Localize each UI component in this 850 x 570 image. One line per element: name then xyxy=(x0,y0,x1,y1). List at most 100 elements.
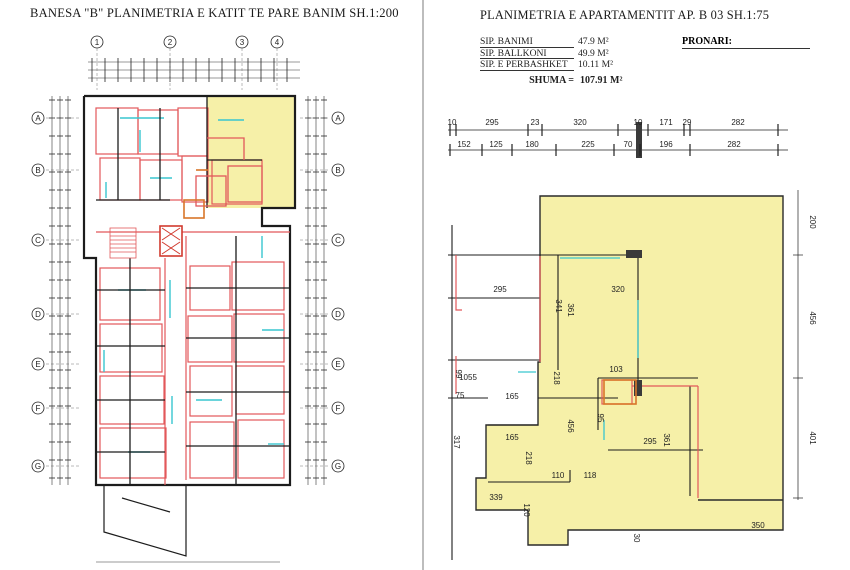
structural-column xyxy=(634,380,642,396)
elevator-shafts xyxy=(159,225,183,257)
plan-dimension-label: 165 xyxy=(505,392,519,401)
plan-dimension-label: 120 xyxy=(522,503,531,517)
plan-dimension-label: 339 xyxy=(489,493,503,502)
top-dimension-label: 295 xyxy=(485,118,499,127)
plan-dimension-label: 165 xyxy=(505,433,519,442)
area-label: SIP. BANIMI xyxy=(480,36,574,48)
highlighted-apartment-b03 xyxy=(207,96,295,208)
grid-row-label: D xyxy=(335,310,341,319)
plan-dimension-label: 456 xyxy=(566,419,575,433)
plan-dimension-label: 361 xyxy=(566,303,575,317)
grid-row-label: F xyxy=(336,404,341,413)
plan-dimension-label: 218 xyxy=(552,371,561,385)
plan-dimension-label: 295 xyxy=(493,285,507,294)
grid-row-label: C xyxy=(35,236,41,245)
plan-dimension-label: 75 xyxy=(456,391,465,400)
top-dimension-lines xyxy=(88,61,300,79)
orange-accent xyxy=(603,379,637,405)
top-dim-ticks-row2 xyxy=(449,144,779,156)
area-total: SHUMA = 107.91 M² xyxy=(480,75,648,86)
area-value: 49.9 M² xyxy=(578,47,609,59)
area-label: SIP. BALLKONI xyxy=(480,48,574,59)
interior-walls-black xyxy=(96,96,290,485)
owner-label: PRONARI: xyxy=(682,36,810,49)
top-dimension-label: 152 xyxy=(457,140,471,149)
grid-row-label: B xyxy=(35,166,40,175)
grid-row-label: C xyxy=(335,236,341,245)
top-dimension-label: 282 xyxy=(731,118,745,127)
grid-column-marker: 3 xyxy=(235,35,249,90)
area-row-living: SIP. BANIMI 47.9 M² xyxy=(480,36,648,48)
interior-walls-cyan xyxy=(518,257,639,440)
plan-dimension-label: 341 xyxy=(554,299,563,313)
area-label: SIP. E PERBASHKET xyxy=(480,59,574,71)
grid-row-label: B xyxy=(335,166,340,175)
outer-walls xyxy=(82,94,297,487)
top-dimension-label: 171 xyxy=(659,118,673,127)
area-row-balcony: SIP. BALLKONI 49.9 M² xyxy=(480,47,648,59)
right-dimension-line xyxy=(793,190,803,500)
interior-walls-black xyxy=(448,225,703,560)
top-dimension-label: 29 xyxy=(683,118,692,127)
plan-dimension-label: 218 xyxy=(524,451,533,465)
grid-row-label: F xyxy=(36,404,41,413)
top-dimension-label: 125 xyxy=(489,140,503,149)
grid-column-marker: 1 xyxy=(90,35,104,90)
right-dimension-label: 456 xyxy=(808,311,817,325)
apartment-b03-walls xyxy=(195,137,263,207)
left-plan-title: BANESA "B" PLANIMETRIA E KATIT TE PARE B… xyxy=(30,6,399,20)
interior-walls-red xyxy=(455,255,699,498)
panel-divider xyxy=(422,0,424,570)
grid-column-label: 1 xyxy=(95,38,100,47)
plan-dimension-label: 118 xyxy=(584,471,597,480)
top-dimension-label: 282 xyxy=(727,140,741,149)
apartment-plan-panel: PLANIMETRIA E APARTAMENTIT AP. B 03 SH.1… xyxy=(428,0,850,570)
area-row-shared: SIP. E PERBASHKET 10.11 M² xyxy=(480,59,648,71)
area-value: 47.9 M² xyxy=(578,36,609,47)
grid-row-label: A xyxy=(335,114,341,123)
top-dimension-label: 320 xyxy=(573,118,587,127)
plan-dimension-label: 99 xyxy=(454,370,463,379)
grid-row-label: G xyxy=(335,462,341,471)
entrance-canopy xyxy=(103,486,187,557)
grid-row-label: E xyxy=(335,360,340,369)
top-dimension-label: 225 xyxy=(581,140,595,149)
plan-dimension-label: 103 xyxy=(609,365,623,374)
area-value: 10.11 M² xyxy=(578,59,614,70)
right-dimension-label: 200 xyxy=(808,215,817,229)
right-plan-title: PLANIMETRIA E APARTAMENTIT AP. B 03 SH.1… xyxy=(480,8,770,22)
total-value: 107.91 M² xyxy=(580,74,623,86)
plan-dimension-label: 30 xyxy=(632,534,641,543)
top-dimension-label: 10 xyxy=(448,118,457,127)
plan-dimension-label: 1055 xyxy=(459,373,477,382)
plan-dimension-label: 350 xyxy=(751,521,765,530)
grid-column-label: 3 xyxy=(240,38,245,47)
orange-accents xyxy=(183,169,208,219)
grid-row-label: D xyxy=(35,310,41,319)
top-dimension-label: 180 xyxy=(525,140,539,149)
apartment-highlight xyxy=(475,195,784,546)
grid-column-marker: 4 xyxy=(270,35,284,90)
top-dim-ticks-row1 xyxy=(449,122,779,158)
area-table: SIP. BANIMI 47.9 M² SIP. BALLKONI 49.9 M… xyxy=(480,36,648,86)
top-dimension-label: 10 xyxy=(634,118,643,127)
plan-dimension-label: 295 xyxy=(643,437,657,446)
plan-dimension-label: 361 xyxy=(662,433,671,447)
grid-row-label: E xyxy=(35,360,40,369)
top-dimension-label: 196 xyxy=(659,140,673,149)
building-floor-plan-panel: BANESA "B" PLANIMETRIA E KATIT TE PARE B… xyxy=(0,0,420,570)
plan-dimension-label: 320 xyxy=(611,285,625,294)
plan-dimension-label: 110 xyxy=(552,471,565,480)
